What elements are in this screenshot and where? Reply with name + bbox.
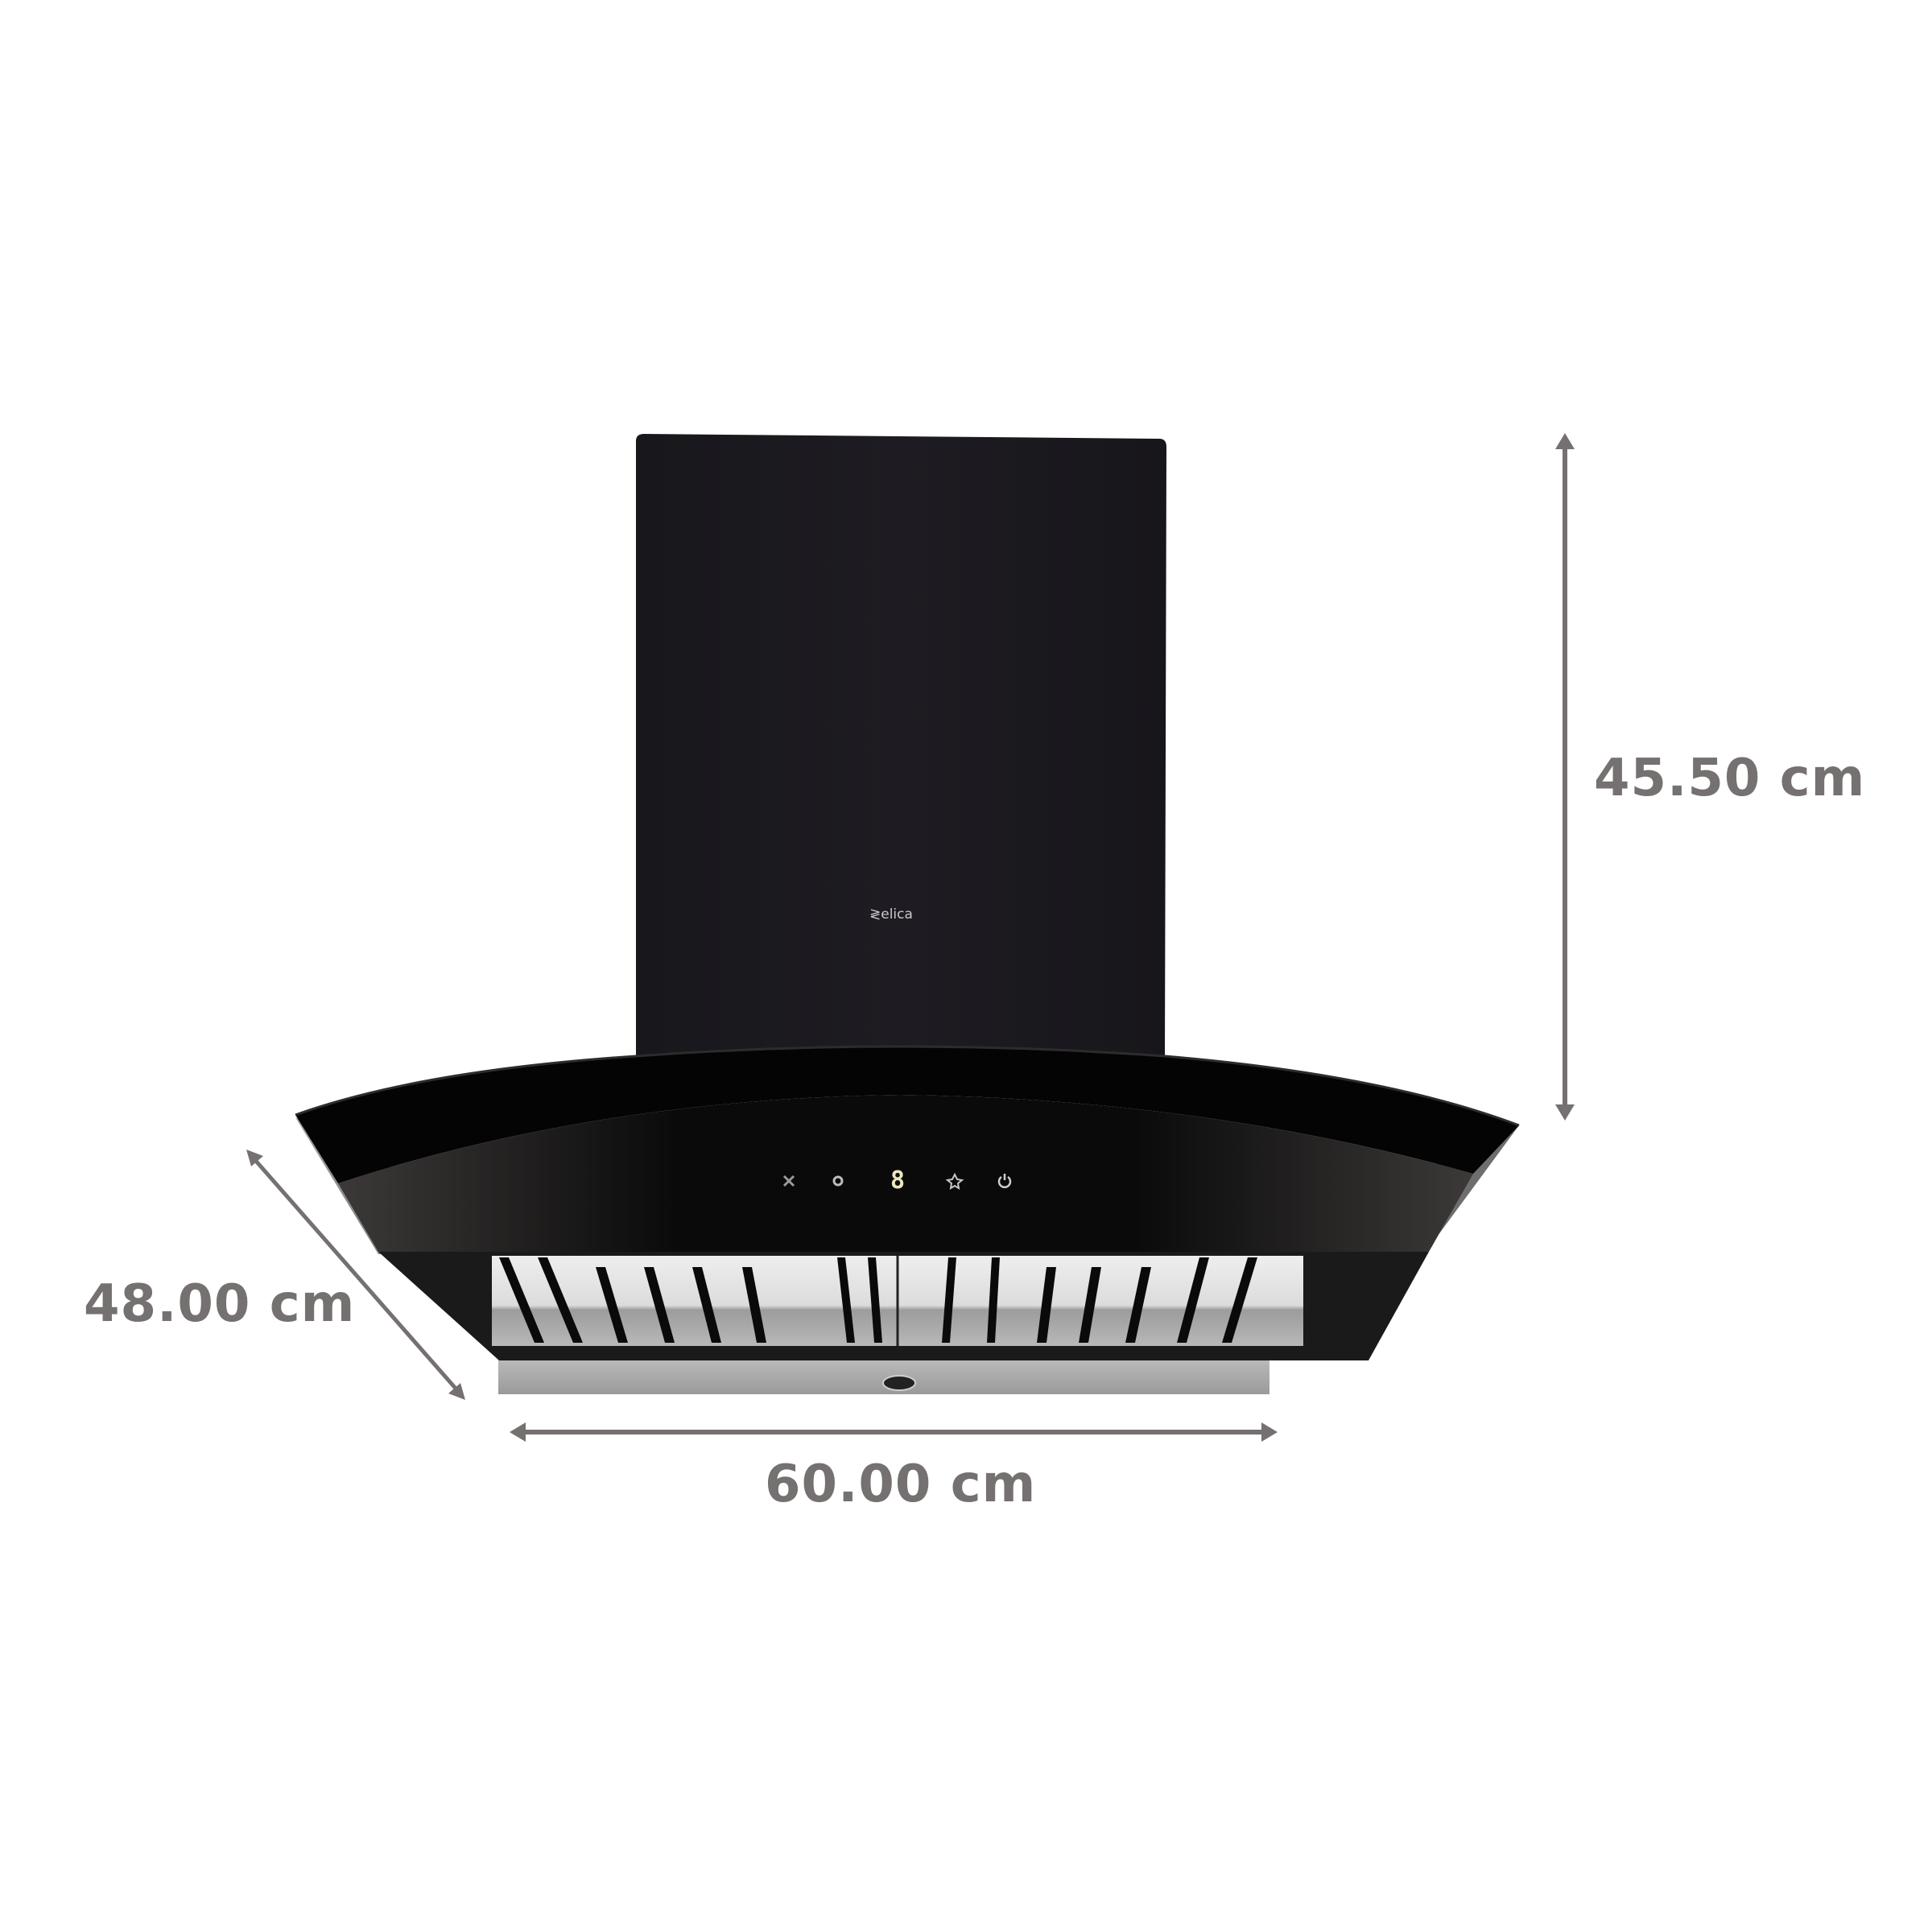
- width-label: 60.00 cm: [765, 1455, 1037, 1514]
- depth-dimension-arrow: [246, 1150, 465, 1400]
- depth-label: 48.00 cm: [84, 1274, 356, 1334]
- light-icon[interactable]: [945, 1171, 964, 1191]
- led-lamp-icon: [882, 1375, 916, 1391]
- filter-housing: [378, 1252, 1429, 1360]
- timer-x-icon[interactable]: [779, 1171, 799, 1191]
- brand-logo: ≷elica: [869, 908, 913, 922]
- height-label: 45.50 cm: [1594, 749, 1866, 808]
- chimney: [636, 434, 1166, 1059]
- brand-logo-text: elica: [881, 906, 913, 923]
- fan-speed-icon[interactable]: [828, 1171, 848, 1191]
- power-icon[interactable]: [995, 1171, 1014, 1191]
- speed-display: 8: [890, 1166, 906, 1195]
- width-dimension-arrow: [510, 1422, 1278, 1442]
- steel-front-strip: [498, 1360, 1269, 1394]
- height-dimension-arrow: [1555, 433, 1575, 1121]
- brand-stripes-icon: ≷: [869, 906, 881, 923]
- baffle-filter-slots: [499, 1257, 1257, 1343]
- glass-canopy: [295, 1045, 1520, 1254]
